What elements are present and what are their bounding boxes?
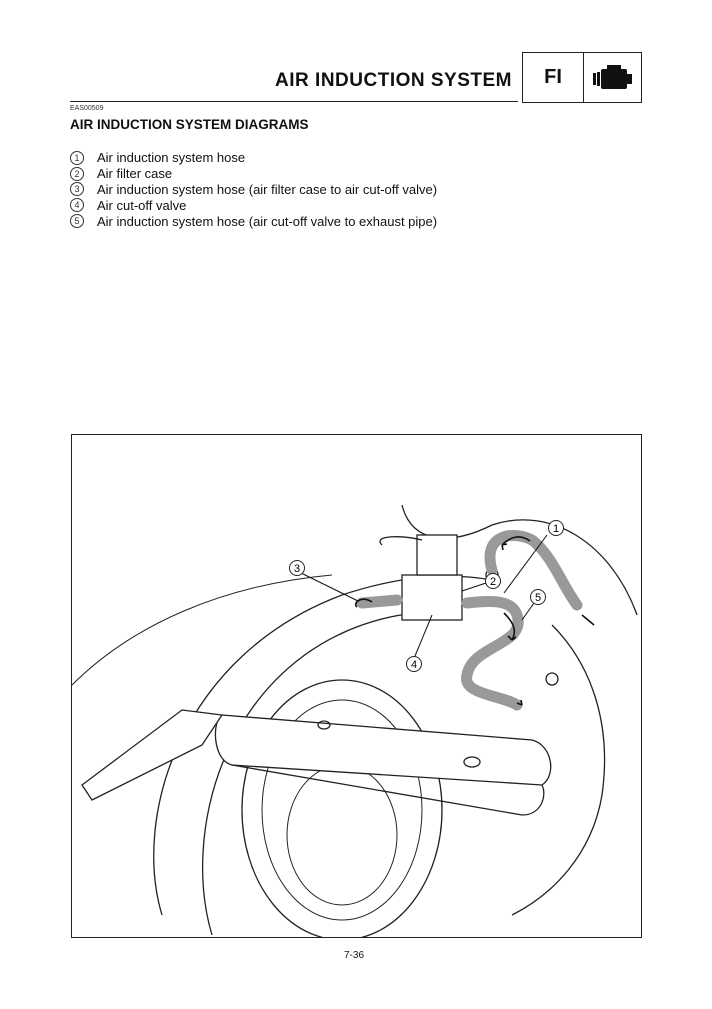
svg-text:5: 5 bbox=[535, 592, 541, 604]
legend-item: 2 Air filter case bbox=[70, 166, 437, 182]
legend-text: Air cut-off valve bbox=[97, 197, 187, 213]
legend-number: 4 bbox=[70, 198, 84, 213]
legend-number: 3 bbox=[70, 182, 84, 197]
callout-2: 2 bbox=[485, 573, 501, 589]
hose-3 bbox=[356, 594, 403, 609]
legend-item: 3 Air induction system hose (air filter c… bbox=[70, 182, 437, 198]
air-cut-off-valve bbox=[401, 574, 463, 621]
section-code: EAS00509 bbox=[70, 105, 104, 112]
legend-item: 5 Air induction system hose (air cut-off … bbox=[70, 213, 437, 229]
legend-item: 4 Air cut-off valve bbox=[70, 197, 437, 213]
parts-legend: 1 Air induction system hose 2 Air filter c… bbox=[70, 150, 437, 229]
engine-icon bbox=[584, 53, 641, 102]
page-number: 7-36 bbox=[344, 950, 365, 961]
section-tab: FI bbox=[522, 52, 642, 103]
svg-text:2: 2 bbox=[490, 576, 496, 588]
hose-5 bbox=[461, 596, 524, 711]
diagram-illustration: 1 2 3 4 5 bbox=[72, 504, 638, 937]
legend-number: 2 bbox=[70, 166, 84, 181]
legend-number: 5 bbox=[70, 214, 84, 229]
callout-1: 1 bbox=[548, 520, 564, 536]
muffler bbox=[214, 714, 552, 786]
callout-4: 4 bbox=[406, 656, 422, 672]
svg-text:3: 3 bbox=[294, 563, 300, 575]
hose-1 bbox=[484, 529, 583, 611]
page-header-title: AIR INDUCTION SYSTEM bbox=[275, 70, 512, 91]
callout-5: 5 bbox=[530, 589, 546, 605]
legend-number: 1 bbox=[70, 150, 84, 165]
legend-text: Air filter case bbox=[97, 166, 173, 182]
section-tab-label: FI bbox=[523, 53, 584, 102]
svg-text:4: 4 bbox=[411, 659, 417, 671]
header-rule bbox=[70, 101, 518, 102]
air-induction-diagram: 1 2 3 4 5 bbox=[71, 434, 642, 938]
rear-wheel bbox=[241, 679, 443, 937]
legend-text: Air induction system hose (air cut-off v… bbox=[97, 213, 438, 229]
callout-3: 3 bbox=[289, 560, 305, 576]
legend-text: Air induction system hose bbox=[97, 150, 246, 166]
callouts: 1 2 3 4 5 bbox=[289, 520, 564, 672]
svg-text:1: 1 bbox=[553, 523, 559, 535]
legend-text: Air induction system hose (air filter ca… bbox=[97, 181, 438, 197]
section-heading: AIR INDUCTION SYSTEM DIAGRAMS bbox=[70, 117, 309, 132]
legend-item: 1 Air induction system hose bbox=[70, 150, 437, 166]
